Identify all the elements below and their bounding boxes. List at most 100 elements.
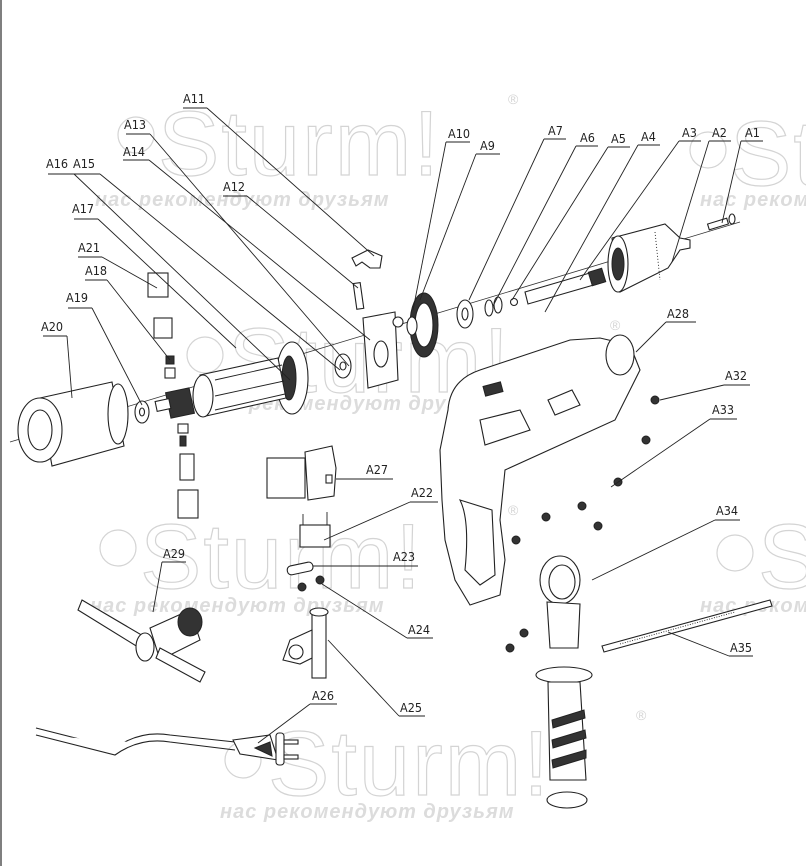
svg-text:нас рекомендуют друзьям: нас рекомендуют друзьям	[90, 595, 385, 617]
svg-text:®: ®	[636, 707, 647, 723]
callout-A33: A33	[712, 402, 734, 417]
power-cord-icon	[35, 727, 299, 766]
svg-text:®: ®	[610, 317, 621, 333]
bearing-icon	[456, 299, 474, 329]
carbon-brush-bottom-icon	[177, 423, 199, 519]
ball-icon	[509, 297, 519, 307]
gearbox-cover-icon	[362, 311, 404, 389]
leader-line-A1	[721, 140, 742, 224]
callout-A10: A10	[448, 126, 470, 141]
chuck-screw-icon	[706, 213, 736, 231]
callout-A25: A25	[400, 700, 422, 715]
svg-text:Sturm!: Sturm!	[268, 713, 551, 815]
callout-A23: A23	[393, 549, 415, 564]
brush-holder-top-icon	[147, 272, 173, 339]
leader-line-A21	[101, 256, 158, 289]
spindle-icon	[524, 267, 607, 305]
callout-A6: A6	[580, 130, 595, 145]
callout-A7: A7	[548, 123, 563, 138]
svg-text:нас рекомендуют друзьям: нас рекомендуют друзьям	[220, 801, 515, 823]
keyed-chuck-icon	[607, 223, 691, 293]
leader-line-A16	[73, 173, 291, 381]
leader-line-A26	[257, 703, 311, 744]
svg-text:нас рекомендуют друзьям: нас рекомендуют друзьям	[95, 189, 390, 211]
leader-line-A6	[492, 145, 577, 307]
callout-A26: A26	[312, 688, 334, 703]
leader-line-A7	[468, 138, 545, 301]
svg-text:®: ®	[508, 91, 519, 107]
leader-line-A13	[149, 133, 350, 367]
callout-A27: A27	[366, 462, 388, 477]
lever-plate-icon	[352, 281, 365, 310]
leader-line-A12	[246, 195, 359, 289]
rear-bearing-icon	[134, 400, 150, 424]
commutator-icon	[154, 387, 196, 419]
svg-text:Sturm!: Sturm!	[158, 93, 441, 195]
leader-line-A14	[148, 159, 371, 341]
callout-A35: A35	[730, 640, 752, 655]
callout-A19: A19	[66, 290, 88, 305]
callout-A13: A13	[124, 117, 146, 132]
leader-line-A15	[99, 173, 341, 371]
gear-icon	[406, 292, 439, 358]
housing-icon	[439, 334, 641, 606]
callout-leaders	[43, 107, 763, 744]
callout-A32: A32	[725, 368, 747, 383]
callout-A28: A28	[667, 306, 689, 321]
svg-text:нас рекомендуют друзьям: нас рекомендуют друзьям	[700, 189, 806, 211]
callout-A29: A29	[163, 546, 185, 561]
leader-line-A17	[97, 218, 237, 349]
depth-rod-icon	[601, 599, 773, 653]
chuck-key-icon	[77, 599, 206, 683]
callout-A18: A18	[85, 263, 107, 278]
armature-icon	[192, 357, 287, 418]
watermark-lower-right: Sturm! нас рекомендуют друзьям	[700, 505, 806, 617]
callout-A11: A11	[183, 91, 205, 106]
svg-text:Sturm!: Sturm!	[758, 506, 806, 608]
callout-A4: A4	[641, 129, 656, 144]
callout-labels: A1 A2 A3 A4 A5 A6 A7 A9 A10 A11 A12 A13 …	[41, 91, 760, 715]
leader-line-A24	[321, 583, 408, 639]
watermark-lower: Sturm! ® нас рекомендуют друзьям	[90, 502, 519, 617]
watermark-right-top: Sturm! нас рекомендуют друзьям	[689, 102, 806, 211]
callout-A34: A34	[716, 503, 738, 518]
auxiliary-handle-icon	[535, 555, 593, 809]
leader-line-A22	[323, 501, 411, 541]
cord-clamp-icon	[286, 561, 314, 576]
watermark-top: Sturm! ® нас рекомендуют друзьям	[95, 91, 519, 211]
leader-line-A28	[635, 321, 667, 353]
capacitor-icon	[299, 512, 331, 548]
leader-line-A32	[659, 384, 725, 401]
switch-icon	[266, 445, 337, 501]
leader-line-A2	[671, 140, 710, 263]
callout-A21: A21	[78, 240, 100, 255]
leader-line-A19	[91, 307, 143, 406]
leader-line-A35	[667, 631, 730, 657]
callout-A9: A9	[480, 138, 495, 153]
callout-A2: A2	[712, 125, 727, 140]
svg-text:Sturm!: Sturm!	[140, 506, 423, 608]
leader-line-A29	[152, 561, 163, 613]
svg-text:Sturm!: Sturm!	[730, 103, 806, 205]
callout-A14: A14	[123, 144, 145, 159]
leader-line-A10	[412, 141, 447, 311]
callout-A15: A15	[73, 156, 95, 171]
switch-lever-icon	[351, 249, 383, 269]
leader-line-A33	[610, 418, 711, 488]
leader-line-A20	[66, 335, 73, 399]
callout-A22: A22	[411, 485, 433, 500]
callout-A17: A17	[72, 201, 94, 216]
clamp-screws-icon	[297, 575, 325, 592]
leader-line-A9	[419, 153, 477, 301]
leader-line-A4	[544, 144, 639, 313]
watermark-bottom: Sturm! ® нас рекомендуют друзьям	[220, 707, 647, 823]
leader-line-A11	[206, 107, 375, 257]
leader-line-A34	[591, 519, 716, 581]
callout-A20: A20	[41, 319, 63, 334]
leader-line-A18	[106, 279, 171, 361]
svg-text:®: ®	[508, 502, 519, 518]
callout-A3: A3	[682, 125, 697, 140]
leader-line-A5	[511, 146, 609, 301]
callout-A16: A16	[46, 156, 68, 171]
